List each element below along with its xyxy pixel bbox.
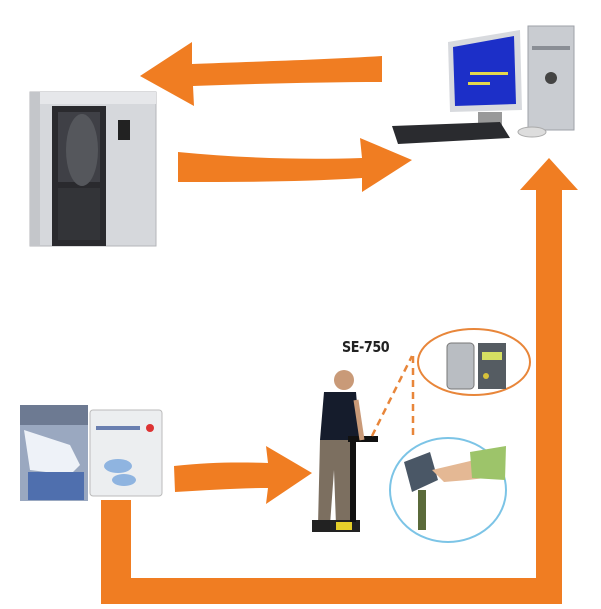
callout-dash-top [370,355,414,437]
glove-photo [20,405,88,501]
arrow-cabinet-to-computer [178,138,412,192]
arrow-computer-to-cabinet [140,42,382,106]
person-at-tester [312,370,378,532]
tester-oval-closeup [417,328,531,396]
model-label: SE-750 [342,338,390,356]
arrow-panel-to-tester [174,446,312,504]
air-shower-cabinet [29,91,157,247]
reader-panel [89,409,163,497]
tester-circle-closeup [389,437,507,543]
desktop-computer [392,25,575,144]
